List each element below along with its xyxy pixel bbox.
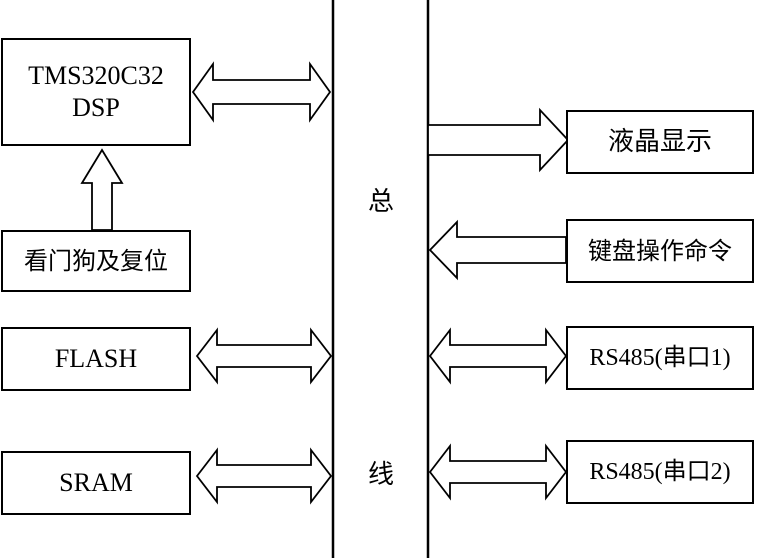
rs485-1-label: RS485(串口1)	[589, 345, 731, 371]
rs485-2-label: RS485(串口2)	[589, 459, 731, 485]
keyboard-bus-arrow	[428, 219, 567, 281]
keyboard-block: 键盘操作命令	[566, 219, 754, 283]
dsp-block: TMS320C32 DSP	[1, 38, 191, 146]
bus-rs485-1-arrow	[428, 327, 568, 385]
lcd-label: 液晶显示	[607, 126, 712, 157]
rs485-2-block: RS485(串口2)	[566, 440, 754, 504]
sram-label: SRAM	[59, 467, 133, 497]
bus-label-top: 总	[368, 187, 395, 217]
bus-lcd-arrow	[427, 107, 570, 173]
bus-rs485-2-arrow	[428, 443, 568, 501]
watchdog-label: 看门狗及复位	[24, 247, 168, 275]
flash-bus-arrow	[195, 327, 333, 385]
keyboard-label: 键盘操作命令	[588, 237, 732, 265]
watchdog-dsp-arrow	[80, 148, 124, 231]
sram-block: SRAM	[1, 451, 191, 515]
watchdog-block: 看门狗及复位	[1, 230, 191, 292]
dsp-label-line1: TMS320C32	[28, 60, 164, 90]
dsp-bus-arrow	[191, 61, 332, 123]
dsp-label-line2: DSP	[72, 93, 120, 122]
flash-block: FLASH	[1, 327, 191, 391]
lcd-block: 液晶显示	[566, 110, 754, 174]
rs485-1-block: RS485(串口1)	[566, 326, 754, 390]
sram-bus-arrow	[195, 447, 333, 505]
flash-label: FLASH	[54, 343, 138, 373]
bus-label-bottom: 线	[368, 460, 395, 490]
